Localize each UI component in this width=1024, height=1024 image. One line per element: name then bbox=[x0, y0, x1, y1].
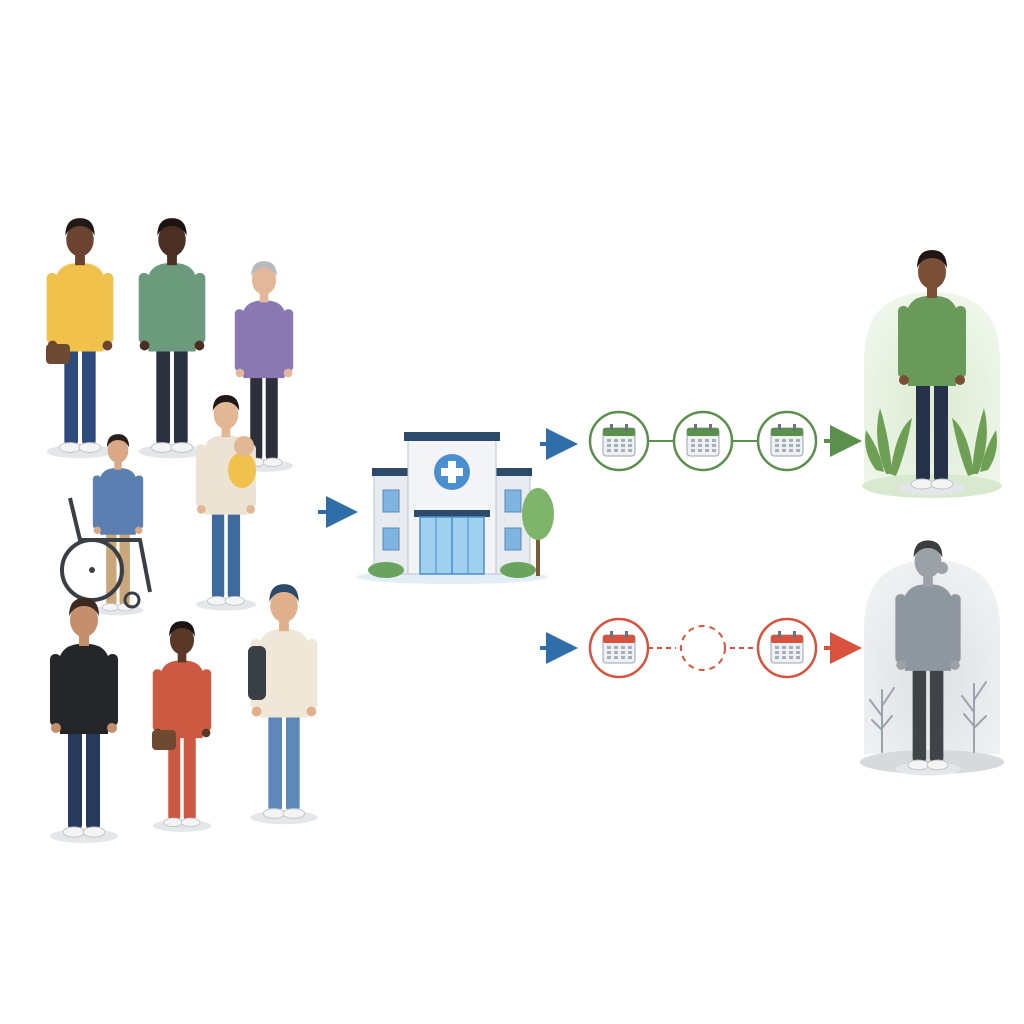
calendar-icon-disrupted-1 bbox=[588, 617, 650, 679]
disrupted-appointment-path bbox=[540, 617, 862, 679]
calendar-icon-completed-2 bbox=[672, 410, 734, 472]
handbag-icon bbox=[152, 730, 176, 750]
hand-on-face bbox=[936, 562, 948, 574]
person-woman-red-dress bbox=[152, 621, 212, 832]
handbag-icon bbox=[46, 344, 70, 364]
calendar-icon-completed-1 bbox=[588, 410, 650, 472]
tree-icon bbox=[522, 488, 554, 576]
person-bald-man-black-tshirt bbox=[50, 598, 118, 843]
patient-group bbox=[46, 218, 318, 843]
thriving-outcome bbox=[862, 250, 1002, 498]
completed-appointment-path bbox=[540, 410, 862, 472]
person-man-green-hoodie bbox=[138, 218, 206, 459]
missed-appointment-circle bbox=[680, 625, 726, 671]
baby bbox=[228, 436, 256, 488]
person-thriving bbox=[898, 250, 966, 495]
backpack-icon bbox=[248, 646, 266, 700]
calendar-icon-completed-3 bbox=[756, 410, 818, 472]
person-struggling bbox=[895, 540, 961, 776]
clinic-building-icon bbox=[356, 432, 554, 584]
bare-shrub-icon bbox=[869, 681, 987, 753]
medical-cross-icon bbox=[434, 454, 470, 490]
struggling-outcome bbox=[860, 540, 1004, 776]
person-woman-yellow-sweater bbox=[46, 218, 114, 459]
person-mother-holding-baby bbox=[196, 394, 256, 611]
leafy-plant-icon bbox=[865, 408, 997, 476]
calendar-icon-disrupted-3 bbox=[756, 617, 818, 679]
person-young-man-backpack-cap bbox=[250, 584, 318, 825]
